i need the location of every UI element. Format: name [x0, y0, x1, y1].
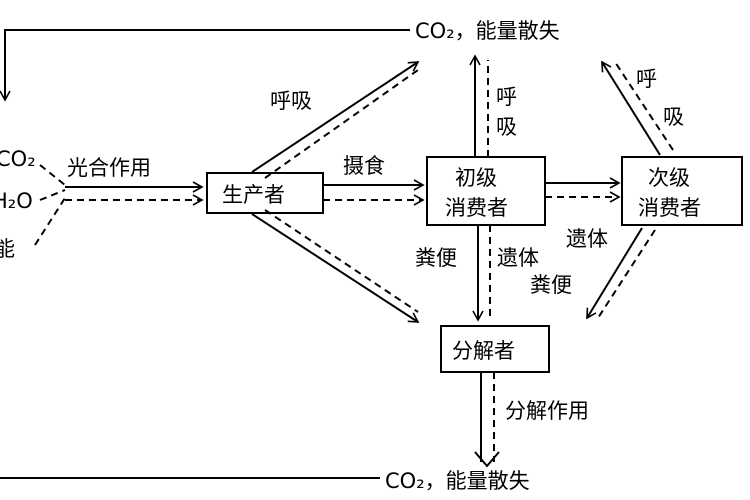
primary-consumer-node: 初级 消费者: [426, 156, 546, 226]
svg-text:生产者: 生产者: [222, 183, 285, 207]
secondary-feces-label: 粪便: [530, 273, 572, 297]
decomposition-arrowhead: [474, 451, 500, 468]
svg-text:消费者: 消费者: [638, 196, 701, 220]
producer-respiration-label: 呼吸: [270, 89, 312, 113]
primary-respiration-label-1: 呼: [496, 85, 517, 109]
primary-respiration-label-2: 吸: [496, 115, 517, 139]
secondary-remains-dashed: [597, 229, 656, 319]
input-energy: 能: [0, 237, 15, 261]
producer-decomposer-arrow: [251, 213, 420, 323]
input-co2: CO₂: [0, 147, 36, 171]
decomposer-node: 分解者: [440, 325, 550, 373]
producer-decomposer-dashed: [264, 209, 419, 313]
input-converge-lines: [34, 164, 66, 246]
bottom-loss-label: CO₂，能量散失: [385, 469, 530, 493]
producer-respiration-arrow: [251, 61, 420, 173]
svg-text:初级: 初级: [455, 166, 497, 190]
secondary-remains-label: 遗体: [566, 227, 608, 251]
svg-text:消费者: 消费者: [445, 196, 508, 220]
secondary-respiration-arrow: [601, 60, 661, 156]
ingestion-label: 摄食: [343, 154, 385, 178]
secondary-respiration-label-2: 吸: [663, 105, 684, 129]
secondary-remains-arrow: [586, 227, 643, 320]
secondary-respiration-label-1: 呼: [636, 67, 657, 91]
secondary-respiration-dashed: [614, 61, 674, 151]
producer-node: 生产者: [206, 172, 324, 214]
secondary-consumer-node: 次级 消费者: [621, 156, 743, 226]
top-loss-label: CO₂，能量散失: [415, 19, 560, 43]
top-loss-line: [0, 29, 410, 102]
svg-text:次级: 次级: [648, 166, 690, 190]
primary-remains-label: 遗体: [497, 246, 539, 270]
primary-feces-label: 粪便: [415, 246, 457, 270]
svg-text:分解者: 分解者: [452, 339, 515, 363]
producer-respiration-dashed: [264, 69, 419, 179]
decomposition-label: 分解作用: [505, 399, 589, 423]
photosynthesis-label: 光合作用: [67, 156, 151, 180]
input-h2o: H₂O: [0, 189, 33, 213]
